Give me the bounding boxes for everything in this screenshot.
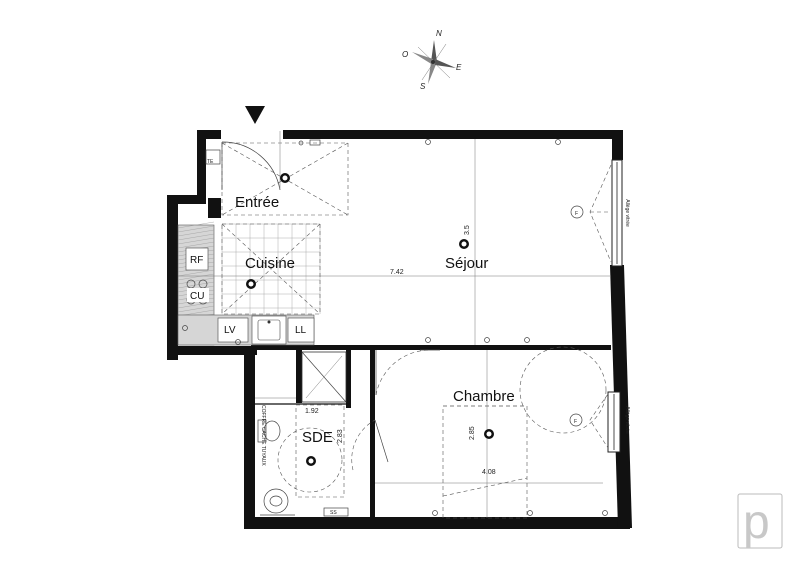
compass-south-label: S (420, 82, 426, 91)
cooktop-label: CU (190, 291, 204, 302)
washbasin-icon (260, 488, 295, 516)
toilet-icon (257, 419, 281, 443)
chambre-width-dimension: 4.08 (482, 469, 496, 476)
compass-north-label: N (436, 29, 442, 38)
ceiling-light-icon (306, 456, 316, 466)
fridge-label: RF (190, 255, 203, 266)
ceiling-light-icon (484, 429, 494, 439)
compass-west-label: O (402, 50, 408, 59)
sde-dryer-label: SS (330, 510, 337, 516)
room-label-chambre: Chambre (453, 388, 515, 405)
room-label-sde: SDE (302, 429, 333, 446)
dishwasher-label: LV (224, 325, 236, 336)
entree-panel-label: TE (207, 159, 214, 165)
sejour-width-dimension: 7.42 (390, 269, 404, 276)
ceiling-light-icon (246, 279, 256, 289)
chambre-depth-dimension: 2.85 (469, 426, 476, 440)
allege-sejour-note: Allège vitrée (624, 199, 630, 227)
compass-east-label: E (456, 63, 462, 72)
window-f-chambre: F (574, 419, 577, 425)
sde-depth-dimension: 2.83 (337, 429, 344, 443)
allege-chambre-note: Allège vitrée (624, 406, 630, 434)
ceiling-light-icon (459, 239, 469, 249)
compass-rose-icon (412, 40, 456, 84)
coffre-note: COFFRE CACHE TUYAUX (260, 405, 266, 466)
room-label-sejour: Séjour (445, 255, 488, 272)
brand-logo (737, 493, 783, 549)
washing-machine-label: LL (295, 325, 307, 336)
window-f-sejour: F (575, 211, 578, 217)
sde-width-dimension: 1.92 (305, 408, 319, 415)
room-label-entree: Entrée (235, 194, 279, 211)
ceiling-light-icon (280, 173, 290, 183)
sejour-depth-dimension: 3.5 (464, 225, 471, 235)
brand-logo-letter: p (743, 496, 770, 549)
room-label-cuisine: Cuisine (245, 255, 295, 272)
interior-walls (251, 345, 611, 518)
electrical-outlets (182, 325, 608, 516)
entry-arrow-icon (245, 106, 265, 124)
electrical-outlets (298, 139, 561, 343)
